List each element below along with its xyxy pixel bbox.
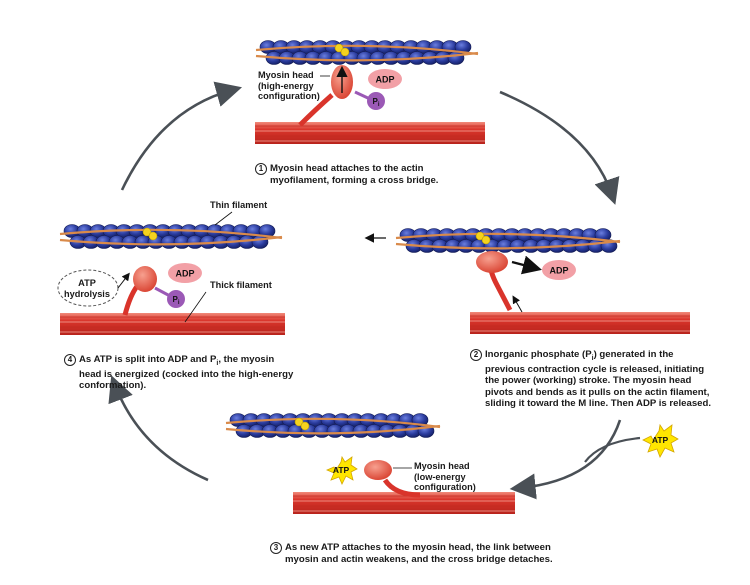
atp-entry: ATP <box>642 423 679 458</box>
actin-bead <box>454 40 472 54</box>
adp-bubble <box>368 69 402 89</box>
binding-site-marker <box>475 231 485 241</box>
tropomyosin-strand <box>59 228 283 240</box>
myosin-head <box>476 251 508 273</box>
thick-filament-bar <box>470 312 690 334</box>
atp-label: ATP <box>652 435 669 445</box>
adp-release-arrow-icon <box>511 255 542 275</box>
tropomyosin-strand <box>395 239 621 250</box>
myosin-head-high-label: Myosin head (high-energy configuration) <box>258 70 320 101</box>
cycle-arrow-step4-to-step1 <box>120 81 243 191</box>
step1-details: ADP Pi <box>298 65 402 127</box>
adp-label: ADP <box>375 75 394 85</box>
thick-filament-leader <box>184 291 207 323</box>
adp-bubble <box>168 263 202 283</box>
myosin-head <box>133 266 157 292</box>
step3-details: ATP <box>325 455 421 498</box>
step2-details: ADP <box>364 233 576 313</box>
adp-bubble <box>542 260 576 280</box>
binding-site-marker <box>300 421 310 431</box>
binding-site-marker <box>148 231 158 241</box>
actin-bead <box>447 51 465 65</box>
thick-filament-label: Thick filament <box>210 280 272 290</box>
atp-star-icon <box>325 455 358 485</box>
tropomyosin-strand <box>225 424 441 435</box>
thick-filament-bar <box>293 492 515 514</box>
thin-filament-leader <box>214 211 233 226</box>
atp-label: ATP <box>333 465 350 475</box>
pi-circle <box>367 92 385 110</box>
step1-number: 1 <box>255 163 267 175</box>
binding-site-marker <box>334 43 344 53</box>
cycle-arrows <box>108 81 641 500</box>
thin-filament-label: Thin filament <box>210 200 268 210</box>
tropomyosin-strand <box>255 44 479 56</box>
myosin-head <box>364 460 392 480</box>
pi-label: Pi <box>372 97 379 108</box>
tropomyosin-strand <box>395 232 621 244</box>
step2-number: 2 <box>470 349 482 361</box>
hydrolysis-arrow-icon <box>117 272 130 289</box>
tropomyosin-strand <box>225 417 441 429</box>
thick-filament-bar <box>60 313 285 335</box>
pi-circle <box>167 290 185 308</box>
myosin-neck <box>298 93 334 127</box>
cycle-arrow-step2-to-step3 <box>509 419 622 500</box>
tropomyosin-strand <box>59 235 283 246</box>
binding-site-marker <box>340 47 350 57</box>
step4-details: ADP Pi <box>57 211 233 323</box>
tropomyosin-strand <box>255 51 479 62</box>
adp-label: ADP <box>175 269 194 279</box>
atp-hydrolysis-label: ATP hydrolysis <box>64 278 110 299</box>
step4-number: 4 <box>64 354 76 366</box>
myosin-neck <box>382 478 421 498</box>
actin-bead <box>251 235 269 249</box>
cycle-arrow-step3-to-step4 <box>108 375 209 482</box>
binding-site-marker <box>294 417 304 427</box>
myosin-head-low-label: Myosin head (low-energy configuration) <box>414 461 476 492</box>
pi-label: Pi <box>172 295 179 306</box>
atp-star-icon <box>642 423 679 458</box>
actin-bead <box>258 224 276 238</box>
adp-label: ADP <box>549 266 568 276</box>
panel-step2 <box>395 228 690 334</box>
thick-filament-bar <box>255 122 485 144</box>
atp-entry-arrow <box>584 436 641 463</box>
cycle-arrow-step1-to-step2 <box>499 90 620 205</box>
pivot-arrow-icon <box>512 295 523 313</box>
binding-site-marker <box>142 227 152 237</box>
panel-step3 <box>225 413 515 514</box>
step3-number: 3 <box>270 542 282 554</box>
panel-step4 <box>59 224 285 335</box>
myosin-neck <box>122 283 140 316</box>
binding-site-marker <box>481 235 491 245</box>
